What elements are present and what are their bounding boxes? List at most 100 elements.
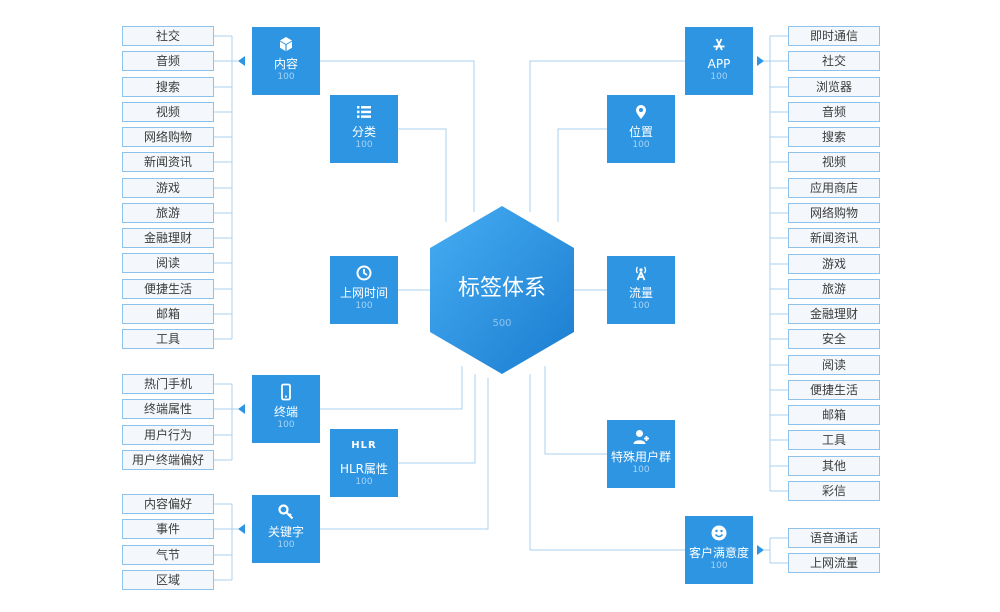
tag-item[interactable]: 热门手机 <box>122 374 214 394</box>
tag-item[interactable]: 游戏 <box>122 178 214 198</box>
connector-line <box>320 378 489 530</box>
tag-item[interactable]: 视频 <box>788 152 880 172</box>
connector-line <box>214 503 238 581</box>
arrow-left-icon <box>238 524 245 534</box>
arrow-left-icon <box>238 56 245 66</box>
tag-item[interactable]: 金融理财 <box>122 228 214 248</box>
category-value: 100 <box>710 72 728 82</box>
category-label: 客户满意度 <box>688 546 749 560</box>
location-pin-icon <box>636 105 646 119</box>
category-terminal[interactable]: 终端 100 <box>252 375 320 443</box>
category-special-users[interactable]: 特殊用户群 100 <box>607 420 675 488</box>
tag-item[interactable]: 新闻资讯 <box>122 152 214 172</box>
tag-item[interactable]: 用户行为 <box>122 425 214 445</box>
tag-item[interactable]: 社交 <box>122 26 214 46</box>
tag-item[interactable]: 即时通信 <box>788 26 880 46</box>
category-app[interactable]: APP 100 <box>685 27 753 95</box>
antenna-icon <box>635 266 647 281</box>
category-label: 关键字 <box>267 525 304 539</box>
tag-item[interactable]: 金融理财 <box>788 304 880 324</box>
hub-value: 500 <box>492 318 512 329</box>
tag-item[interactable]: 工具 <box>788 430 880 450</box>
connector-line <box>544 366 607 455</box>
connector-line <box>398 374 476 464</box>
user-add-icon <box>633 430 649 444</box>
tag-item[interactable]: 邮箱 <box>122 304 214 324</box>
connector-line <box>398 128 447 222</box>
tag-item[interactable]: 气节 <box>122 545 214 565</box>
list-icon <box>357 106 371 118</box>
category-label: 特殊用户群 <box>610 450 671 464</box>
tag-item[interactable]: 区域 <box>122 570 214 590</box>
tag-item[interactable]: 安全 <box>788 329 880 349</box>
category-label: 位置 <box>628 125 653 139</box>
connector-line <box>764 35 788 492</box>
tag-item[interactable]: 音频 <box>122 51 214 71</box>
tag-item[interactable]: 邮箱 <box>788 405 880 425</box>
category-content[interactable]: 内容 100 <box>252 27 320 95</box>
category-value: 100 <box>632 140 650 150</box>
tag-item[interactable]: 终端属性 <box>122 399 214 419</box>
category-value: 100 <box>277 72 295 82</box>
tag-item[interactable]: 工具 <box>122 329 214 349</box>
category-label: APP <box>707 57 731 71</box>
category-label: 内容 <box>273 57 298 71</box>
category-hlr[interactable]: HLR HLR属性 100 <box>330 429 398 497</box>
category-value: 100 <box>277 540 295 550</box>
app-store-icon <box>713 38 725 51</box>
hub-hexagon <box>430 206 574 374</box>
category-traffic[interactable]: 流量 100 <box>607 256 675 324</box>
smiley-icon <box>711 525 727 541</box>
arrow-right-icon <box>757 545 764 555</box>
tag-item[interactable]: 事件 <box>122 519 214 539</box>
tag-item[interactable]: 旅游 <box>788 279 880 299</box>
tag-item[interactable]: 阅读 <box>788 355 880 375</box>
tag-item[interactable]: 语音通话 <box>788 528 880 548</box>
category-value: 100 <box>632 465 650 475</box>
category-label: HLR属性 <box>339 462 389 476</box>
connector-line <box>557 128 607 222</box>
tag-item[interactable]: 新闻资讯 <box>788 228 880 248</box>
tag-item[interactable]: 便捷生活 <box>788 380 880 400</box>
tag-item[interactable]: 应用商店 <box>788 178 880 198</box>
hlr-icon: HLR <box>351 440 377 451</box>
arrow-left-icon <box>238 404 245 414</box>
category-keyword[interactable]: 关键字 100 <box>252 495 320 563</box>
tag-item[interactable]: 便捷生活 <box>122 279 214 299</box>
tag-item[interactable]: 用户终端偏好 <box>122 450 214 470</box>
tag-item[interactable]: 上网流量 <box>788 553 880 573</box>
category-classify[interactable]: 分类 100 <box>330 95 398 163</box>
tag-item[interactable]: 视频 <box>122 102 214 122</box>
category-label: 流量 <box>628 286 653 300</box>
tag-item[interactable]: 社交 <box>788 51 880 71</box>
category-label: 终端 <box>273 405 298 419</box>
category-value: 100 <box>355 301 373 311</box>
cube-icon <box>280 37 292 51</box>
tag-item[interactable]: 搜索 <box>122 77 214 97</box>
tag-item[interactable]: 搜索 <box>788 127 880 147</box>
tag-item[interactable]: 彩信 <box>788 481 880 501</box>
arrow-right-icon <box>757 56 764 66</box>
tag-item[interactable]: 游戏 <box>788 254 880 274</box>
category-value: 100 <box>632 301 650 311</box>
connector-line <box>764 537 788 564</box>
connector-line <box>214 383 238 461</box>
category-label: 分类 <box>351 125 376 139</box>
tag-item[interactable]: 网络购物 <box>122 127 214 147</box>
category-satisfaction[interactable]: 客户满意度 100 <box>685 516 753 584</box>
tag-item[interactable]: 网络购物 <box>788 203 880 223</box>
tag-item[interactable]: 阅读 <box>122 253 214 273</box>
category-value: 100 <box>355 477 373 487</box>
category-online-time[interactable]: 上网时间 100 <box>330 256 398 324</box>
category-value: 100 <box>355 140 373 150</box>
tag-item[interactable]: 其他 <box>788 456 880 476</box>
category-label: 上网时间 <box>339 286 388 300</box>
tag-item[interactable]: 音频 <box>788 102 880 122</box>
tag-item[interactable]: 内容偏好 <box>122 494 214 514</box>
connector-line <box>529 374 685 551</box>
key-icon <box>278 504 294 520</box>
tag-item[interactable]: 旅游 <box>122 203 214 223</box>
category-location[interactable]: 位置 100 <box>607 95 675 163</box>
connector-line <box>320 366 463 410</box>
tag-item[interactable]: 浏览器 <box>788 77 880 97</box>
